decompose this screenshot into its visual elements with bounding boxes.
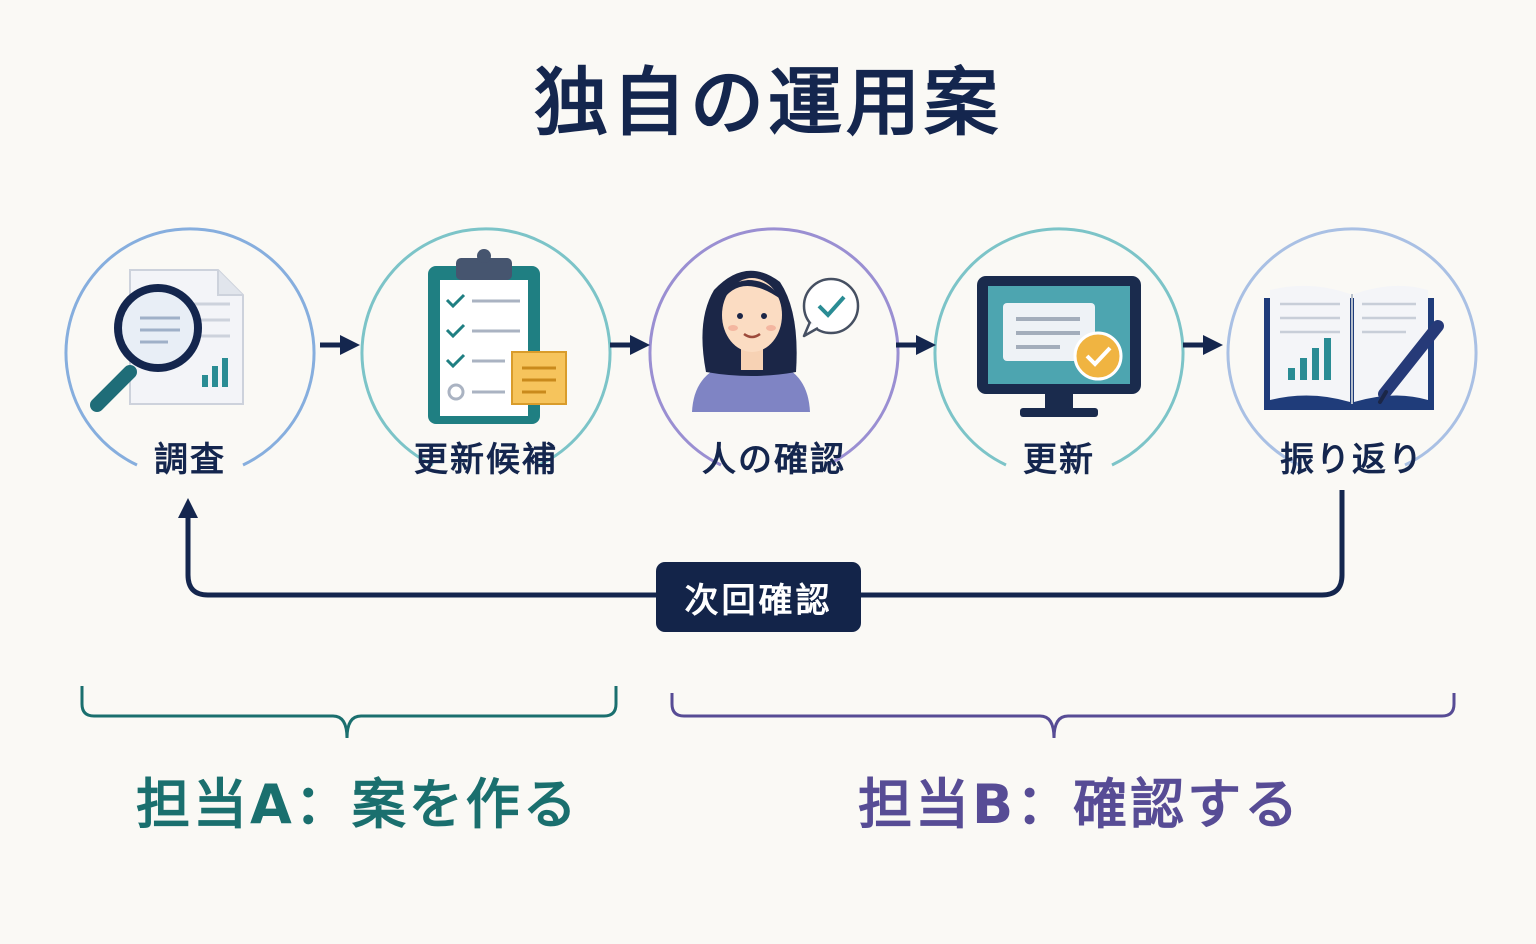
loop-badge: 次回確認 — [656, 562, 861, 632]
step-label-retro: 振り返り — [1280, 440, 1424, 480]
person-check-icon — [692, 270, 860, 412]
step-circle-retro — [1226, 227, 1478, 467]
step-label-review: 人の確認 — [702, 440, 846, 480]
step-circle-candidates — [360, 227, 612, 467]
clipboard-checklist-icon — [428, 249, 567, 424]
step-label-research: 調査 — [154, 440, 226, 480]
notebook-pen-icon — [1264, 285, 1444, 410]
page-title: 独自の運用案 — [534, 60, 1002, 146]
step-label-candidates: 更新候補 — [414, 440, 558, 480]
brace-role-b — [670, 693, 1456, 739]
step-circle-research — [64, 227, 316, 467]
role-label-b: 担当B：確認する — [858, 773, 1302, 836]
step-label-update: 更新 — [1023, 440, 1095, 480]
magnifier-document-icon — [90, 269, 244, 412]
monitor-check-icon — [977, 276, 1141, 417]
brace-role-a — [80, 686, 618, 739]
role-label-a: 担当A：案を作る — [136, 773, 580, 836]
step-circle-review — [648, 227, 900, 467]
step-circle-update — [933, 227, 1185, 467]
